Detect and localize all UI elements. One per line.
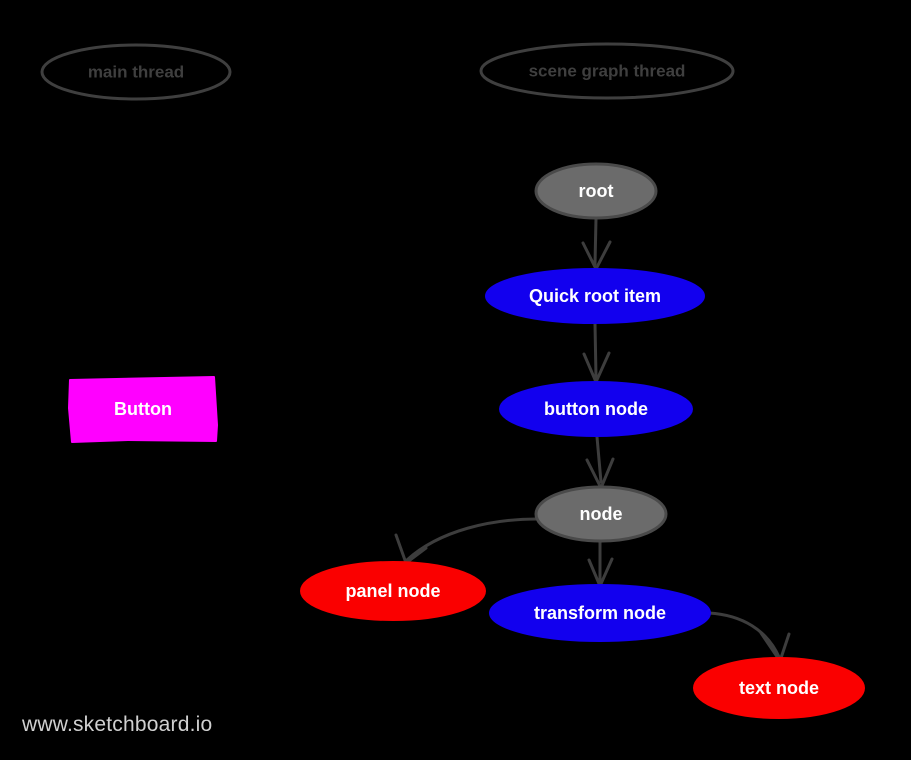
node-quick-root-item[interactable]: Quick root item [485, 268, 705, 324]
edge-node-to-transform-node[interactable] [587, 539, 614, 588]
edge-button-node-to-node[interactable] [585, 435, 615, 490]
edge-node-to-panel-node[interactable] [394, 517, 539, 565]
node-node[interactable]: node [534, 485, 668, 543]
edge-transform-node-to-text-node[interactable] [707, 611, 791, 663]
node-button-node-shape [499, 381, 693, 437]
node-quick-root-item-shape [485, 268, 705, 324]
swimlane-main-thread[interactable]: main thread [40, 43, 232, 101]
edge-root-to-quick-root-item[interactable] [581, 217, 612, 271]
swimlane-scene-graph-thread-label: scene graph thread [529, 61, 686, 80]
edge-quick-root-item-to-button-node[interactable] [582, 322, 611, 384]
node-transform-node[interactable]: transform node [489, 584, 711, 642]
button-widget-shape [68, 376, 218, 443]
button-widget[interactable]: Button [68, 376, 218, 443]
node-panel-node-shape [300, 561, 486, 621]
swimlane-scene-graph-thread-shape [479, 42, 735, 100]
swimlane-main-thread-label: main thread [88, 62, 184, 81]
node-layer: root Quick root item button node node pa… [300, 162, 865, 719]
node-text-node[interactable]: text node [693, 657, 865, 719]
node-root-shape [534, 162, 658, 220]
watermark: www.sketchboard.io [22, 713, 213, 736]
swimlane-main-thread-shape [40, 43, 232, 101]
node-button-node[interactable]: button node [499, 381, 693, 437]
swimlane-scene-graph-thread[interactable]: scene graph thread [479, 42, 735, 100]
node-node-shape [534, 485, 668, 543]
node-panel-node[interactable]: panel node [300, 561, 486, 621]
swimlane-layer: main thread scene graph thread [40, 42, 735, 101]
node-transform-node-shape [489, 584, 711, 642]
node-text-node-shape [693, 657, 865, 719]
node-root[interactable]: root [534, 162, 658, 220]
